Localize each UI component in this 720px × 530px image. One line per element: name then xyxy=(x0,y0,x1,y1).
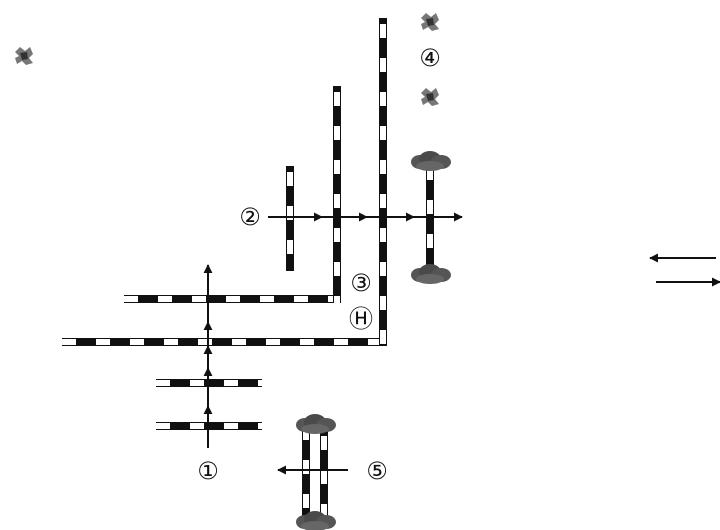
arrows xyxy=(203,212,720,475)
label-1: ① xyxy=(197,457,219,485)
label-3: ③ xyxy=(350,269,372,297)
debris-icon xyxy=(421,13,439,31)
debris xyxy=(15,13,439,106)
cloud-icon xyxy=(411,151,451,171)
cloud-icon xyxy=(411,264,451,284)
label-5: ⑤ xyxy=(366,457,388,485)
debris-icon xyxy=(15,47,33,65)
debris-icon xyxy=(421,88,439,106)
label-2: ② xyxy=(239,203,261,231)
label-h: Ⓗ xyxy=(349,305,373,333)
striped-bars xyxy=(62,18,434,522)
cloud-icon xyxy=(296,414,336,434)
label-4: ④ xyxy=(419,44,441,72)
